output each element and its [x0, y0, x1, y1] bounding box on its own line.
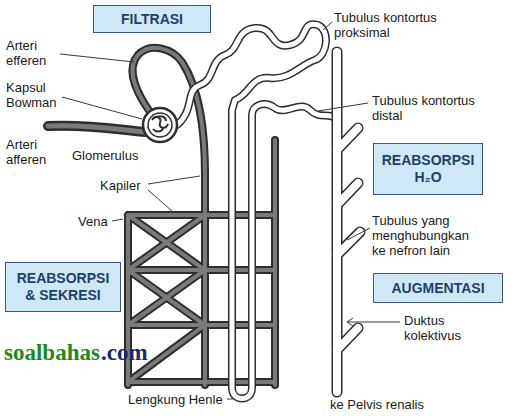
part-label: Tubulus kontortus proksimal [334, 10, 464, 40]
part-label: Duktus kolektivus [404, 313, 486, 343]
afferent-artery [48, 126, 146, 132]
stage-label: FILTRASI [121, 11, 183, 28]
part-label: Arteri afferen [6, 137, 64, 167]
efferent-artery [133, 48, 205, 175]
part-label: ke Pelvis renalis [330, 397, 424, 412]
leader-lines [60, 22, 400, 399]
afferent-artery [48, 126, 146, 132]
bowman-capsule [143, 108, 177, 142]
part-label: Lengkung Henle [128, 392, 223, 407]
watermark: .com [101, 340, 148, 366]
part-label: Arteri efferen [6, 38, 64, 68]
tubule [177, 24, 360, 398]
part-label: Tubulus kontortus distal [372, 93, 484, 123]
leader-line [60, 54, 134, 62]
stage-label: REABSORPSI & SEKRESI [12, 270, 114, 304]
stage-box: FILTRASI [93, 5, 211, 33]
nephron-tubule [177, 24, 335, 398]
stage-box: AUGMENTASI [373, 273, 503, 303]
part-label: Tubulus yang menghubungkan ke nefron lai… [372, 213, 484, 258]
collecting-duct [337, 52, 360, 392]
leader-line [148, 176, 200, 211]
watermark: soalbahas [4, 340, 100, 366]
leader-line [347, 228, 370, 240]
efferent-artery [133, 48, 205, 175]
part-label: Vena [78, 214, 108, 229]
leader-line [62, 97, 142, 119]
leader-line [112, 219, 123, 221]
stage-box: REABSORPSI & SEKRESI [5, 262, 121, 312]
part-label: Glomerulus [72, 148, 138, 163]
leader-line [323, 22, 332, 30]
stage-box: REABSORPSI H₂O [373, 143, 483, 195]
leader-line [227, 399, 233, 400]
stage-label: REABSORPSI H₂O [380, 152, 476, 186]
capsule-inner [148, 113, 172, 137]
part-label: Kapsul Bowman [6, 80, 64, 110]
stage-label: AUGMENTASI [391, 280, 484, 297]
glomerulus-tangle [152, 116, 168, 131]
leader-line [347, 318, 400, 326]
collecting-duct [337, 52, 360, 392]
leader-line [318, 103, 368, 111]
capsule [143, 108, 177, 142]
part-label: Kapiler [100, 178, 140, 193]
nephron-tubule [177, 24, 335, 398]
